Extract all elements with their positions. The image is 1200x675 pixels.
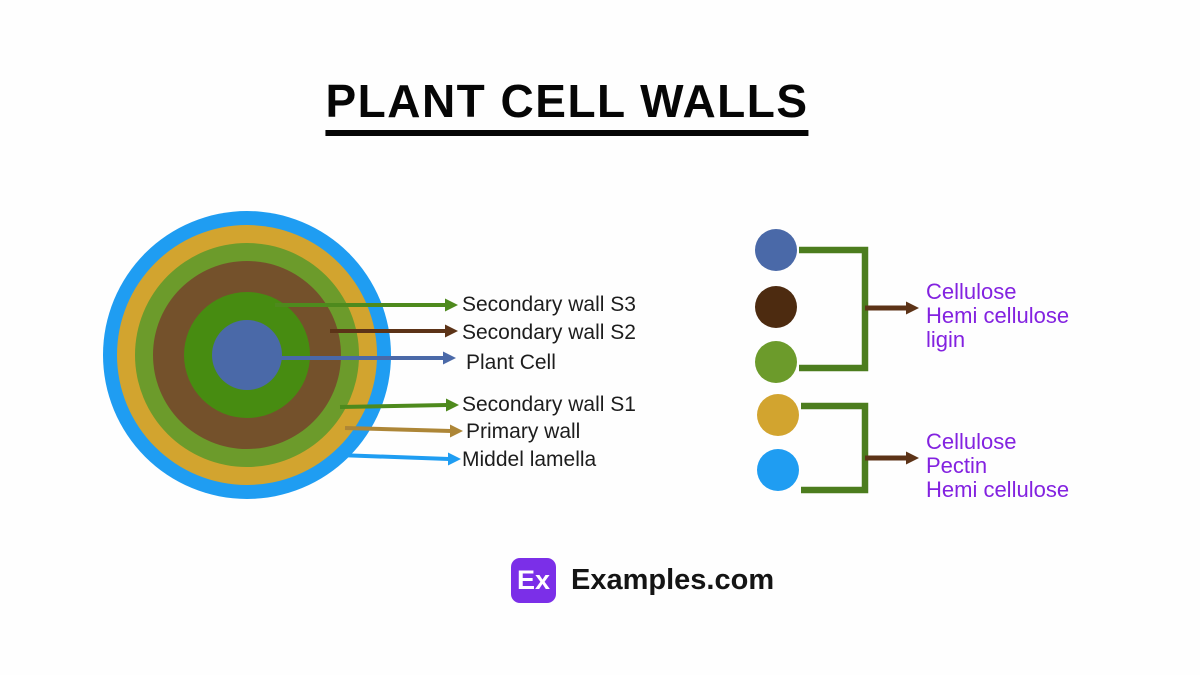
legend-line: Cellulose — [926, 429, 1017, 454]
legend-swatch-plant-cell — [755, 229, 797, 271]
label-secondary-wall-s3: Secondary wall S3 — [462, 293, 636, 316]
arrow-head — [443, 351, 456, 365]
plant-cell-circle — [212, 320, 282, 390]
arrow-plant-cell — [280, 351, 456, 365]
legend-composition-secondary: Cellulose Hemi cellulose ligin — [926, 280, 1069, 352]
label-secondary-wall-s2: Secondary wall S2 — [462, 321, 636, 344]
arrow-head — [446, 398, 459, 412]
legend-swatch-primary-wall — [757, 394, 799, 436]
legend-bracket-1 — [799, 246, 869, 372]
legend-bracket-2 — [801, 402, 869, 494]
legend-composition-primary: Cellulose Pectin Hemi cellulose — [926, 430, 1069, 502]
label-primary-wall: Primary wall — [466, 420, 581, 443]
arrow-line — [344, 426, 452, 433]
legend-line: Hemi cellulose — [926, 303, 1070, 328]
arrow-head — [906, 451, 919, 465]
label-secondary-wall-s1: Secondary wall S1 — [462, 393, 636, 416]
footer-brand: Ex Examples.com — [511, 558, 774, 603]
legend-arrow-1 — [865, 301, 919, 315]
arrow-secondary-wall-s1 — [339, 398, 459, 412]
legend-line: Cellulose — [926, 279, 1017, 304]
legend-swatch-middle-lamella — [757, 449, 799, 491]
arrow-head — [906, 301, 919, 315]
arrow-line — [339, 403, 448, 409]
legend-swatch-secondary-wall-s1 — [755, 341, 797, 383]
arrow-secondary-wall-s3 — [275, 298, 458, 312]
examples-logo-icon: Ex — [511, 558, 556, 603]
arrow-middle-lamella — [337, 452, 461, 466]
arrow-head — [445, 324, 458, 338]
legend-line: Hemi cellulose — [926, 477, 1070, 502]
label-middle-lamella: Middel lamella — [462, 448, 597, 471]
brand-name: Examples.com — [571, 564, 775, 596]
arrow-head — [450, 424, 463, 438]
arrow-primary-wall — [344, 424, 463, 438]
arrow-head — [448, 452, 461, 466]
legend-arrow-2 — [865, 451, 919, 465]
legend-line: Pectin — [926, 453, 988, 478]
arrow-line — [337, 453, 450, 461]
page-title: PLANT CELL WALLS — [325, 77, 809, 137]
label-plant-cell: Plant Cell — [466, 351, 556, 374]
arrow-secondary-wall-s2 — [330, 324, 458, 338]
legend-swatch-secondary-wall — [755, 286, 797, 328]
legend-line: ligin — [926, 327, 966, 352]
arrow-head — [445, 298, 458, 312]
